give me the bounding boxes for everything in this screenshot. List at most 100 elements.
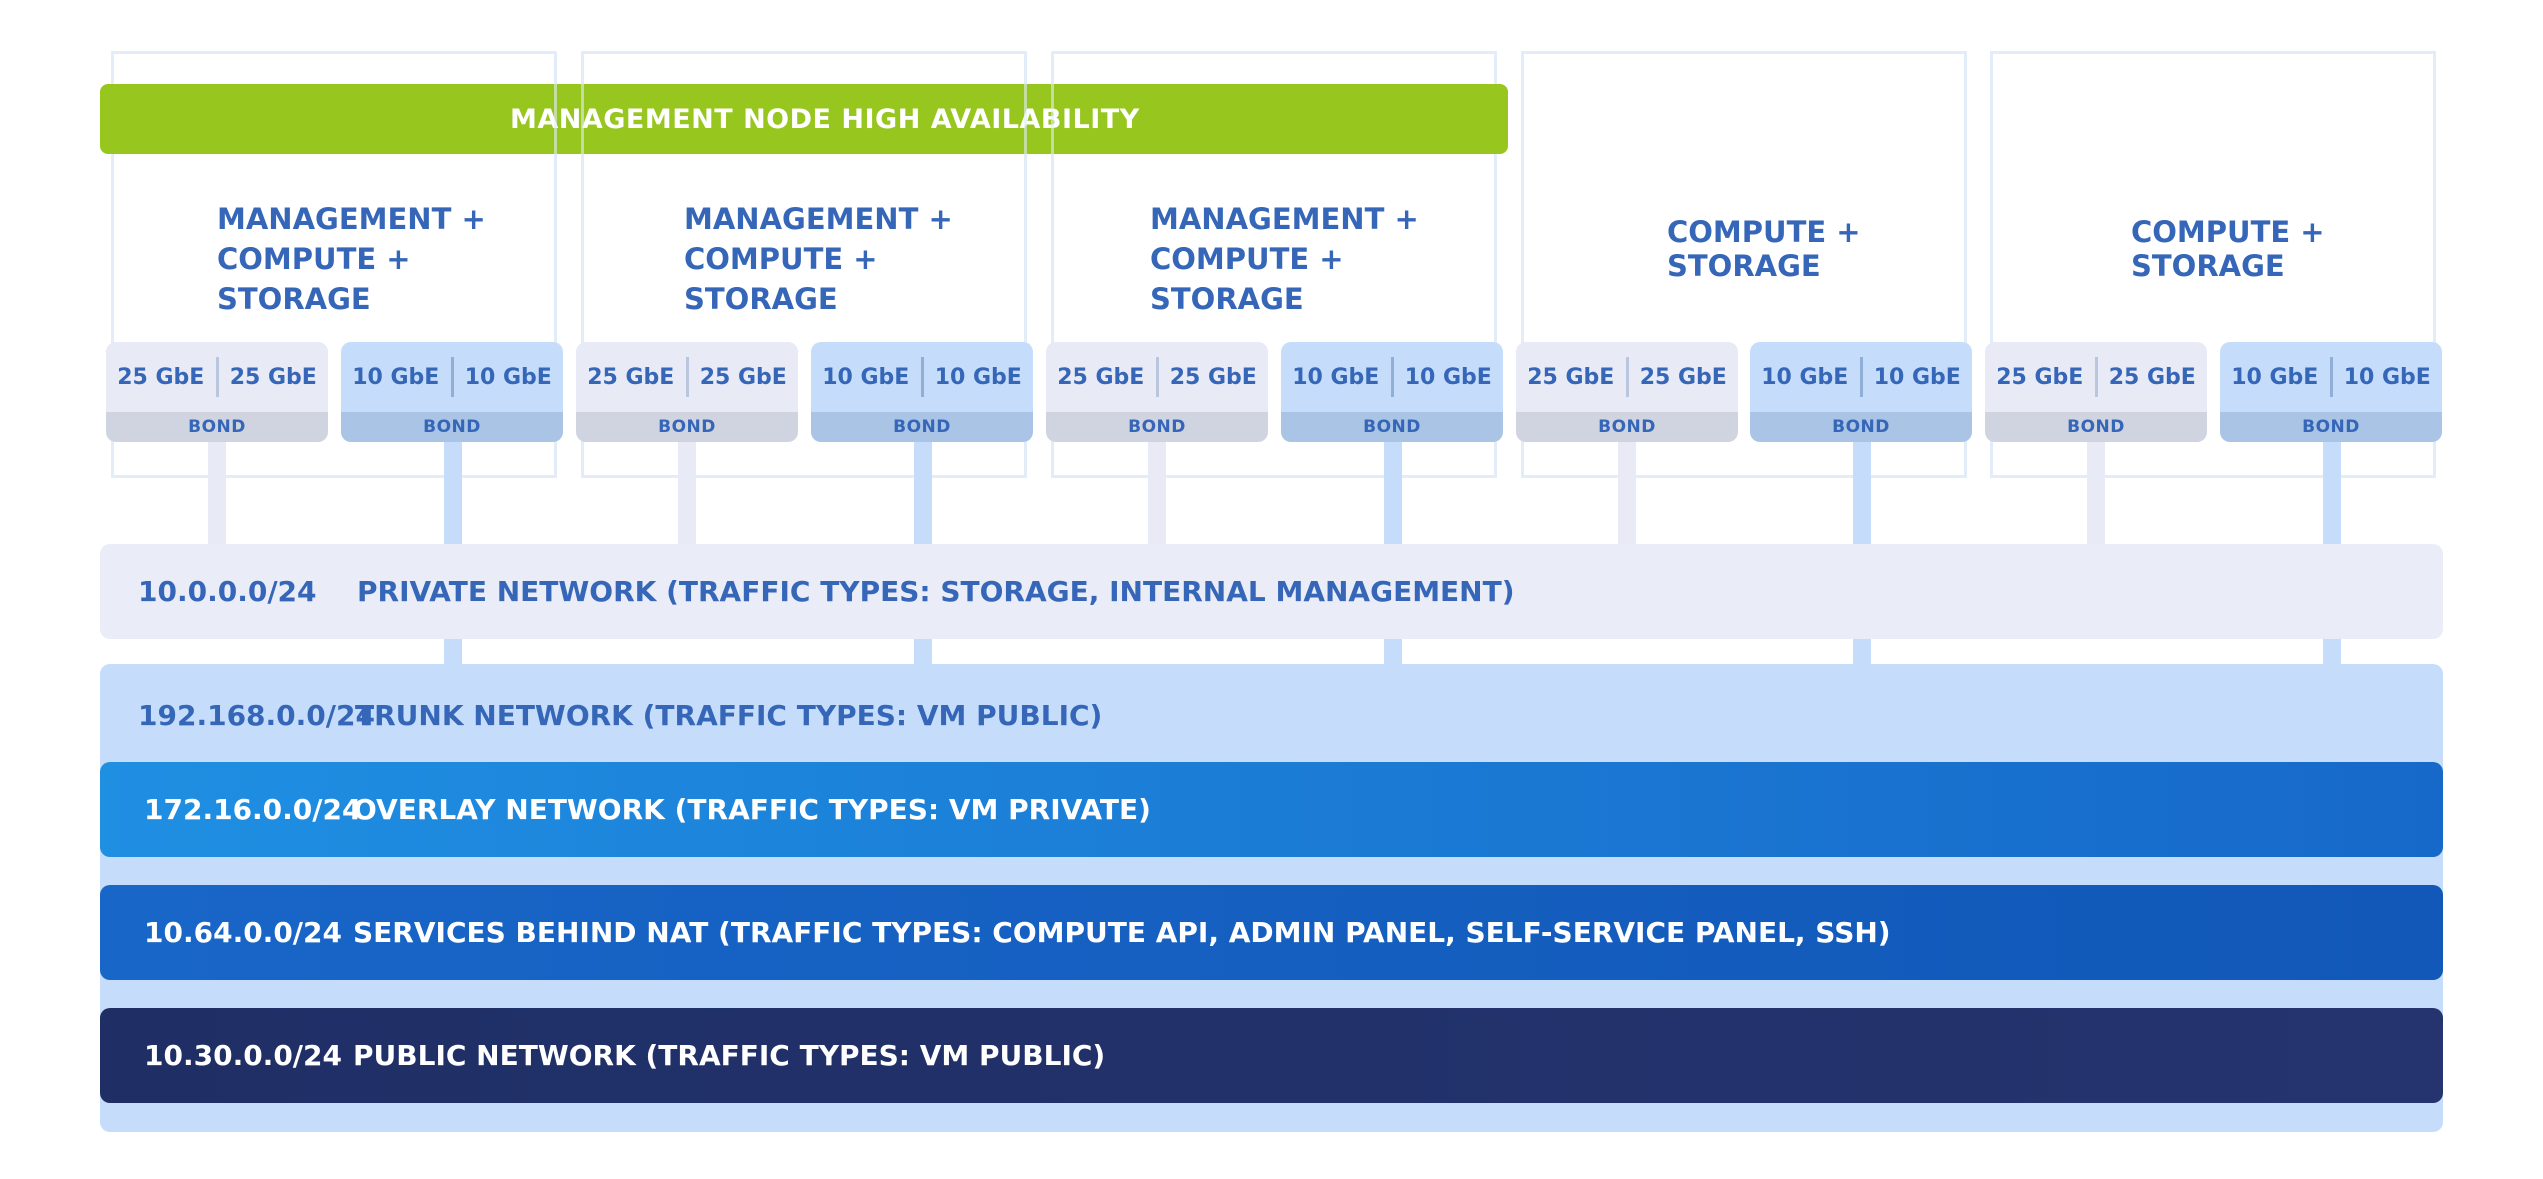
nic-25gbe: 25 GbE 25 GbE BOND	[1046, 342, 1268, 442]
node-frame-5	[1990, 51, 2436, 478]
nic-divider	[1625, 357, 1629, 397]
public-network-label: PUBLIC NETWORK (TRAFFIC TYPES: VM PUBLIC…	[353, 1039, 1106, 1072]
nic-port: 10 GbE	[1761, 364, 1849, 390]
ha-bar-label: MANAGEMENT NODE HIGH AVAILABILITY	[510, 103, 1140, 135]
connector-trunk	[444, 639, 462, 664]
nic-25gbe: 25 GbE 25 GbE BOND	[1985, 342, 2207, 442]
nic-divider	[2094, 357, 2098, 397]
nic-bond-label: BOND	[1281, 412, 1503, 442]
private-network-cidr: 10.0.0.0/24	[138, 575, 317, 608]
private-network-label: PRIVATE NETWORK (TRAFFIC TYPES: STORAGE,…	[357, 575, 1515, 608]
node-frame-3	[1051, 51, 1497, 478]
nic-port: 10 GbE	[934, 364, 1022, 390]
nic-10gbe: 10 GbE 10 GbE BOND	[1281, 342, 1503, 442]
frame-overlay-line	[1051, 84, 1054, 154]
nic-port: 10 GbE	[1292, 364, 1380, 390]
frame-overlay-line	[581, 84, 584, 154]
node-title-1: MANAGEMENT + COMPUTE + STORAGE	[217, 194, 517, 324]
ha-bar: MANAGEMENT NODE HIGH AVAILABILITY	[100, 84, 1508, 154]
nic-port: 25 GbE	[229, 364, 317, 390]
nic-port: 10 GbE	[2343, 364, 2431, 390]
node-frame-1	[111, 51, 557, 478]
nic-25gbe: 25 GbE 25 GbE BOND	[1516, 342, 1738, 442]
connector-private	[678, 440, 696, 544]
nic-10gbe: 10 GbE 10 GbE BOND	[2220, 342, 2442, 442]
nat-network-bar: 10.64.0.0/24 SERVICES BEHIND NAT (TRAFFI…	[100, 885, 2443, 980]
nic-port: 25 GbE	[1169, 364, 1257, 390]
trunk-network-label: TRUNK NETWORK (TRAFFIC TYPES: VM PUBLIC)	[355, 698, 1103, 732]
nic-10gbe: 10 GbE 10 GbE BOND	[341, 342, 563, 442]
nic-10gbe: 10 GbE 10 GbE BOND	[811, 342, 1033, 442]
trunk-network-row: 192.168.0.0/24 TRUNK NETWORK (TRAFFIC TY…	[100, 684, 2443, 746]
nic-10gbe: 10 GbE 10 GbE BOND	[1750, 342, 1972, 442]
nic-divider	[2329, 357, 2333, 397]
node-frame-2	[581, 51, 1027, 478]
nic-port: 25 GbE	[1527, 364, 1615, 390]
overlay-network-label: OVERLAY NETWORK (TRAFFIC TYPES: VM PRIVA…	[353, 793, 1151, 826]
connector-private	[208, 440, 226, 544]
connector-trunk	[1384, 639, 1402, 664]
nic-port: 25 GbE	[1996, 364, 2084, 390]
nic-bond-label: BOND	[1516, 412, 1738, 442]
nic-bond-label: BOND	[2220, 412, 2442, 442]
node-title-text: MANAGEMENT + COMPUTE + STORAGE	[217, 202, 486, 316]
connector-trunk	[2323, 639, 2341, 664]
connector-trunk	[1384, 440, 1402, 544]
nic-bond-label: BOND	[341, 412, 563, 442]
node-title-2: MANAGEMENT + COMPUTE + STORAGE	[684, 194, 984, 324]
nic-port: 10 GbE	[464, 364, 552, 390]
overlay-network-bar: 172.16.0.0/24 OVERLAY NETWORK (TRAFFIC T…	[100, 762, 2443, 857]
nic-bond-label: BOND	[106, 412, 328, 442]
nic-port: 25 GbE	[2108, 364, 2196, 390]
connector-private	[1148, 440, 1166, 544]
nic-port: 10 GbE	[1404, 364, 1492, 390]
node-title-5: COMPUTE + STORAGE	[2131, 206, 2391, 292]
nic-port: 10 GbE	[352, 364, 440, 390]
node-title-4: COMPUTE + STORAGE	[1667, 206, 1927, 292]
node-title-text: MANAGEMENT + COMPUTE + STORAGE	[1150, 202, 1419, 316]
nic-bond-label: BOND	[1046, 412, 1268, 442]
connector-trunk	[1853, 440, 1871, 544]
nic-bond-label: BOND	[1985, 412, 2207, 442]
nic-divider	[920, 357, 924, 397]
nic-port: 10 GbE	[822, 364, 910, 390]
nic-divider	[1859, 357, 1863, 397]
nic-port: 25 GbE	[1639, 364, 1727, 390]
node-title-text: COMPUTE + STORAGE	[1667, 215, 1861, 283]
nic-bond-label: BOND	[811, 412, 1033, 442]
nic-port: 25 GbE	[1057, 364, 1145, 390]
nat-network-label: SERVICES BEHIND NAT (TRAFFIC TYPES: COMP…	[353, 916, 1891, 949]
connector-trunk	[914, 440, 932, 544]
node-frame-4	[1521, 51, 1967, 478]
public-network-bar: 10.30.0.0/24 PUBLIC NETWORK (TRAFFIC TYP…	[100, 1008, 2443, 1103]
node-title-3: MANAGEMENT + COMPUTE + STORAGE	[1150, 194, 1450, 324]
nic-25gbe: 25 GbE 25 GbE BOND	[576, 342, 798, 442]
frame-overlay-line	[554, 84, 557, 154]
public-network-cidr: 10.30.0.0/24	[144, 1039, 342, 1072]
nic-25gbe: 25 GbE 25 GbE BOND	[106, 342, 328, 442]
nic-port: 10 GbE	[2231, 364, 2319, 390]
nic-port: 10 GbE	[1873, 364, 1961, 390]
private-network-bar: 10.0.0.0/24 PRIVATE NETWORK (TRAFFIC TYP…	[100, 544, 2443, 639]
nic-divider	[450, 357, 454, 397]
nat-network-cidr: 10.64.0.0/24	[144, 916, 342, 949]
connector-trunk	[1853, 639, 1871, 664]
nic-port: 25 GbE	[587, 364, 675, 390]
nic-bond-label: BOND	[576, 412, 798, 442]
overlay-network-cidr: 172.16.0.0/24	[144, 793, 362, 826]
connector-trunk	[444, 440, 462, 544]
connector-private	[2087, 440, 2105, 544]
nic-bond-label: BOND	[1750, 412, 1972, 442]
frame-overlay-line	[1024, 84, 1027, 154]
connector-trunk	[914, 639, 932, 664]
nic-divider	[1390, 357, 1394, 397]
nic-divider	[685, 357, 689, 397]
nic-divider	[215, 357, 219, 397]
trunk-network-cidr: 192.168.0.0/24	[138, 698, 375, 732]
nic-port: 25 GbE	[117, 364, 205, 390]
connector-private	[1618, 440, 1636, 544]
node-title-text: COMPUTE + STORAGE	[2131, 215, 2325, 283]
node-title-text: MANAGEMENT + COMPUTE + STORAGE	[684, 202, 953, 316]
nic-divider	[1155, 357, 1159, 397]
nic-port: 25 GbE	[699, 364, 787, 390]
